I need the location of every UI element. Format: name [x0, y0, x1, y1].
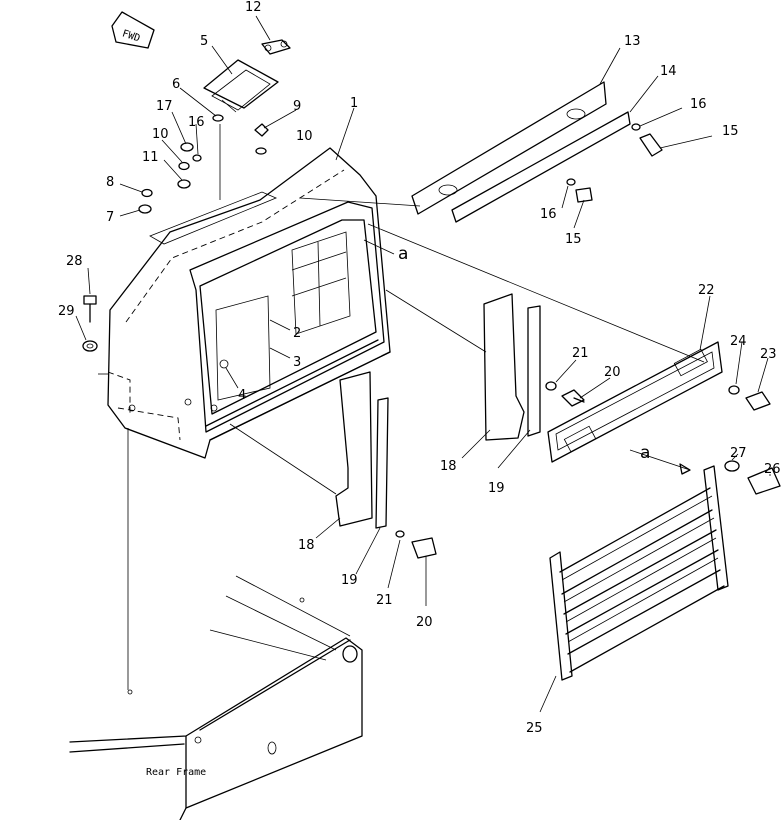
callout-4: 4 — [238, 388, 246, 403]
callout-3: 3 — [293, 355, 301, 370]
callout-2: 2 — [293, 326, 301, 341]
callout-19-upper: 19 — [488, 481, 505, 496]
callout-10-right: 10 — [296, 129, 313, 144]
callout-28: 28 — [66, 254, 83, 269]
callout-25: 25 — [526, 721, 543, 736]
callout-18-lower: 18 — [298, 538, 315, 553]
callout-17: 17 — [156, 99, 173, 114]
part-19-strip-upper — [527, 305, 541, 437]
callout-10-left: 10 — [152, 127, 169, 142]
callout-7: 7 — [106, 210, 114, 225]
callout-24: 24 — [730, 334, 747, 349]
rear-frame — [69, 575, 363, 820]
callout-26: 26 — [764, 462, 781, 477]
callout-6: 6 — [172, 77, 180, 92]
callout-9: 9 — [293, 99, 301, 114]
hardware-items — [82, 114, 663, 352]
callout-13: 13 — [624, 34, 641, 49]
part-19-strip-lower — [375, 397, 389, 529]
callout-15-top: 15 — [722, 124, 739, 139]
forward-direction-tag: FWD — [111, 11, 155, 49]
callout-20-upper: 20 — [604, 365, 621, 380]
view-marker-a-upper: a — [398, 244, 408, 264]
callout-18-upper: 18 — [440, 459, 457, 474]
callout-14: 14 — [660, 64, 677, 79]
part-13-top-cover — [411, 81, 607, 215]
assembly-lines — [98, 124, 705, 690]
view-marker-a-lower: a — [640, 443, 650, 463]
callout-leaders — [75, 15, 771, 713]
callout-16-left: 16 — [188, 115, 205, 130]
part-5-cover-plate — [203, 59, 279, 113]
callout-1: 1 — [350, 96, 358, 111]
part-22-panel — [547, 341, 723, 463]
callout-23: 23 — [760, 347, 777, 362]
callout-27: 27 — [730, 446, 747, 461]
callout-20-lower: 20 — [416, 615, 433, 630]
callout-22: 22 — [698, 283, 715, 298]
right-side-bolts — [395, 381, 781, 559]
part-14-seal-strip — [451, 111, 631, 223]
callout-5: 5 — [200, 34, 208, 49]
callout-16-right: 16 — [690, 97, 707, 112]
callout-11: 11 — [142, 150, 159, 165]
part-1-rear-housing — [107, 147, 391, 459]
callout-21-upper: 21 — [572, 346, 589, 361]
part-25-grille — [549, 465, 729, 681]
callout-16-middle: 16 — [540, 207, 557, 222]
callout-21-lower: 21 — [376, 593, 393, 608]
rear-frame-label: Rear Frame — [146, 767, 206, 778]
callout-8: 8 — [106, 175, 114, 190]
fwd-label: FWD — [121, 28, 142, 44]
callout-12: 12 — [245, 0, 262, 15]
callout-15-bottom: 15 — [565, 232, 582, 247]
callout-numbers: 1 2 3 4 5 6 7 8 9 10 10 11 12 13 14 15 1… — [58, 0, 781, 736]
callout-19-lower: 19 — [341, 573, 358, 588]
part-18-side-plate-upper — [483, 293, 525, 441]
part-18-side-plate-lower — [335, 371, 373, 527]
callout-29: 29 — [58, 304, 75, 319]
part-12-clip — [261, 39, 291, 55]
